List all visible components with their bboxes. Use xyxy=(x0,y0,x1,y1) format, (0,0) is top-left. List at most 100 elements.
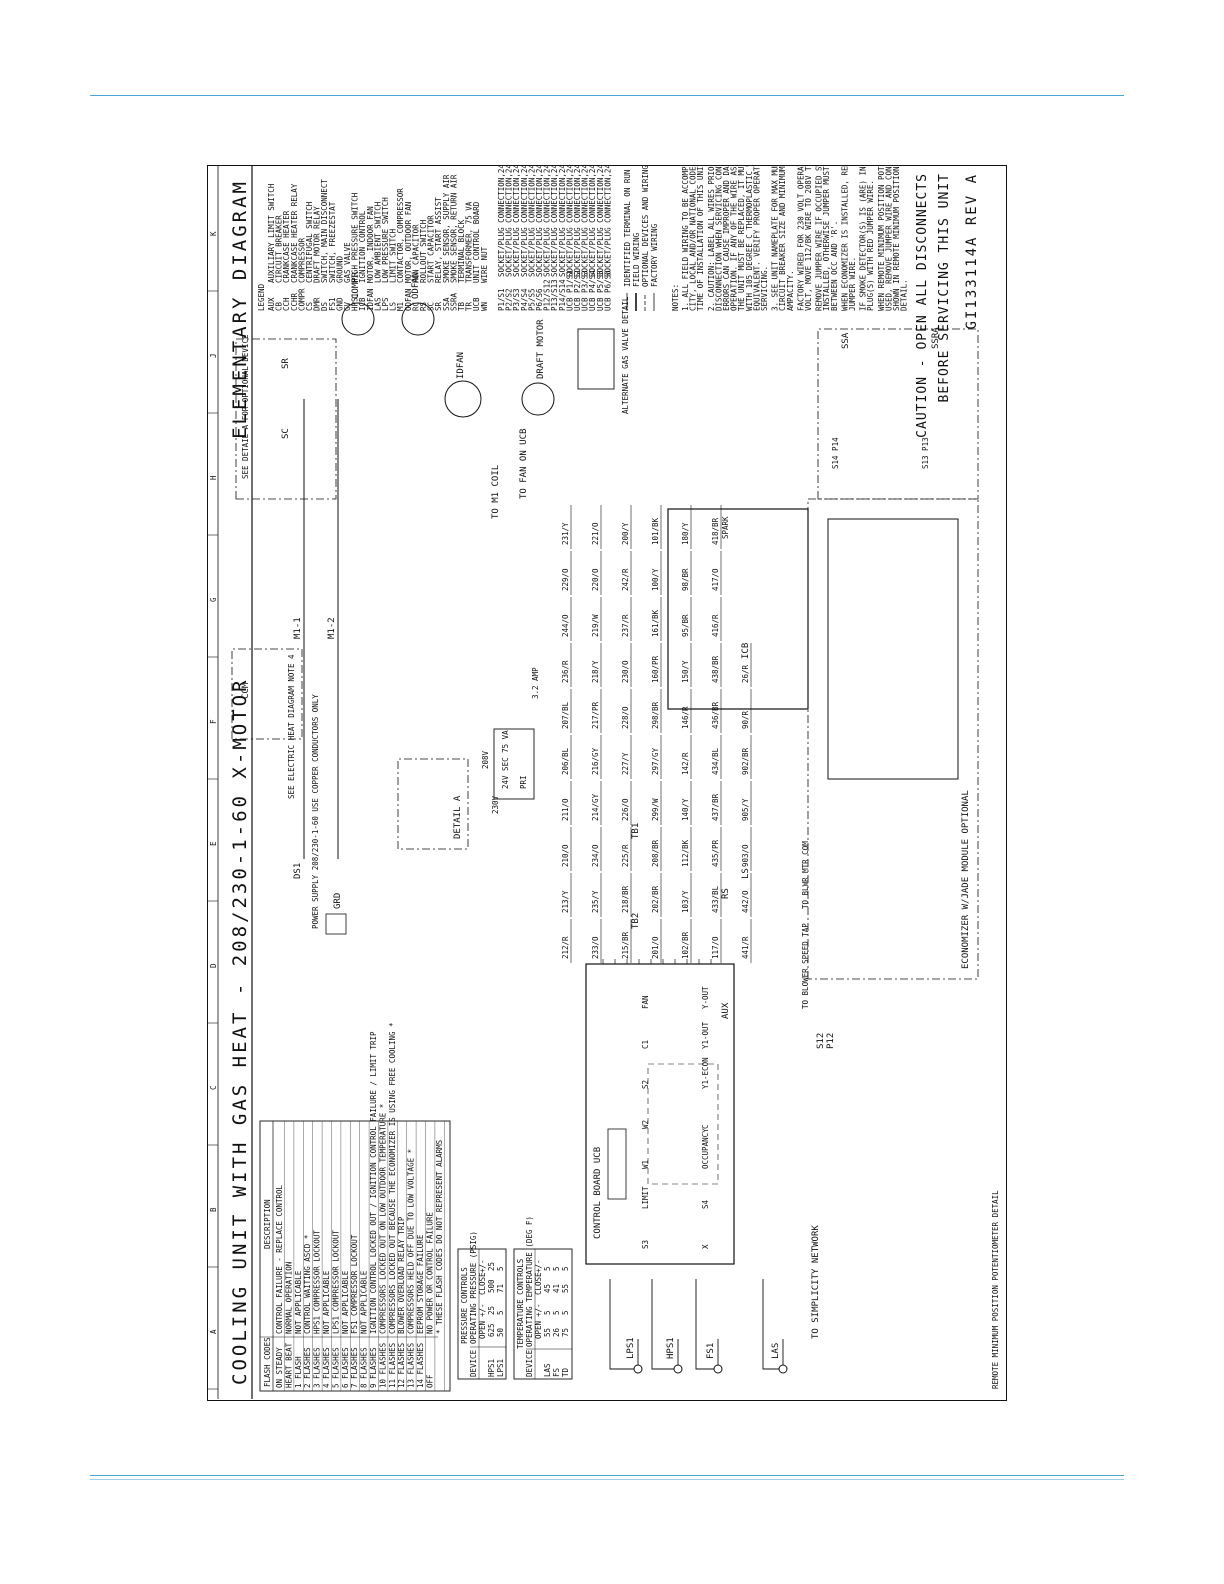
pressure-device: LPS1 xyxy=(496,1359,505,1377)
note-line: INSTALLED, OTHERWISE JUMPER MUST BE INST… xyxy=(822,166,831,311)
wire-label: 200/Y xyxy=(621,522,630,545)
legend-abbrev: SR xyxy=(434,301,443,311)
wire-label: 226/O xyxy=(621,798,630,821)
flash-code: HEART BEAT xyxy=(284,1342,293,1388)
flash-description: NOT APPLICABLE xyxy=(294,1270,303,1334)
temperature-table-header: DEVICE xyxy=(525,1349,534,1377)
ucb-terminal: OCCUPANCY xyxy=(701,1128,710,1169)
ground-symbol xyxy=(325,913,347,935)
flash-description: COMPRESSORS LOCKED OUT BECAUSE THE ECONO… xyxy=(388,1022,397,1334)
flash-description: NORMAL OPERATION xyxy=(284,1262,293,1334)
legend-abbrev: SC xyxy=(427,302,436,311)
ucb-terminal: Y-OUT xyxy=(701,986,710,1009)
alternate-gas-valve-detail: ALTERNATE GAS VALVE DETAIL xyxy=(577,296,630,414)
wire-label: 218/BR xyxy=(621,885,630,913)
wire-label: 418/BR xyxy=(711,517,720,545)
plug-legend-id: P14/S14 xyxy=(558,279,567,311)
grid-letter: D xyxy=(209,963,218,968)
to-fan-on-ucb-label: TO FAN ON UCB xyxy=(519,429,529,499)
legend-meaning: SMOKE SENSOR, SUPPLY AIR xyxy=(442,174,451,283)
note-line: USED, REMOVE JUMPER WIRE AND CONNECT WIR… xyxy=(884,166,893,311)
note-line: CITY, LOCAL AND/OR NATIONAL CODES IN EFF… xyxy=(689,166,698,311)
legend-abbrev: GV xyxy=(343,301,352,311)
flash-description: NOT APPLICABLE xyxy=(322,1270,331,1334)
wire-label: 90/R xyxy=(741,710,750,729)
temperature-table-subheader: +/- xyxy=(534,1303,543,1317)
v208-label: 208V xyxy=(481,750,490,769)
plug-legend-id: P13/S13 xyxy=(550,279,559,311)
legend-abbrev: IDFAN xyxy=(366,288,375,311)
symbol-legend-entry: FIELD WIRING xyxy=(632,232,641,287)
plug-legend-id: UCB P6/S6 xyxy=(603,270,612,311)
temperature-value: 5 xyxy=(561,1266,570,1271)
wire-label: 216/GY xyxy=(591,747,600,775)
note-line: PLUG(S) WITH RED JUMPER WIRE. xyxy=(866,180,875,311)
ucb-terminal: FAN xyxy=(641,995,650,1009)
wire-label: 101/BK xyxy=(651,517,660,545)
temperature-table-subheader: +/- xyxy=(534,1259,543,1273)
temperature-table-subheader: OPEN xyxy=(534,1321,543,1339)
flash-code: 14 FLASHES xyxy=(416,1342,425,1388)
draft-motor: DRAFT MOTOR xyxy=(521,319,555,416)
notes-block: NOTES:1. ALL FIELD WIRING TO BE ACCOMPLI… xyxy=(671,94,909,311)
plug-legend-block: P1/S1SOCKET/PLUG CONNECTION,24V, 9 PIN O… xyxy=(497,10,612,311)
economizer-module: ECONOMIZER W/JADE MODULE OPTIONAL S12 P1… xyxy=(807,498,979,1049)
wire-label: 298/BR xyxy=(651,701,660,729)
wire-label: 206/BL xyxy=(561,747,570,775)
smoke-detector-block: SSA SSRA S14 P14 S13 P13 xyxy=(817,327,979,500)
fs1-switch: FS1 xyxy=(695,1279,723,1374)
outdoor-fan-motor: ODFAN xyxy=(401,272,435,336)
wire-label: 438/BR xyxy=(711,655,720,683)
wire-label: 902/BR xyxy=(741,747,750,775)
flash-description: NOT APPLICABLE xyxy=(341,1270,350,1334)
note-line: SERVICING. xyxy=(760,266,769,311)
legend-meaning: CRANKCASE HEATER RELAY xyxy=(290,183,299,283)
temperature-device: FS xyxy=(552,1367,561,1377)
flash-code: 2 FLASHES xyxy=(303,1347,312,1388)
legend-abbrev: TB xyxy=(457,301,466,311)
wire-label: 417/O xyxy=(711,568,720,591)
legend-meaning: MOTOR, OUTDOOR FAN xyxy=(404,202,413,283)
flash-code: 12 FLASHES xyxy=(397,1342,406,1388)
wire-label: 117/O xyxy=(711,936,720,959)
plug-legend-id: P2/S2 xyxy=(505,288,514,311)
temperature-value: 75 xyxy=(561,1328,570,1337)
legend-meaning: DRAFT MOTOR RELAY xyxy=(313,206,322,283)
flash-code: 11 FLASHES xyxy=(388,1342,397,1388)
rs-label: RS xyxy=(721,888,731,899)
legend-meaning: START CAPACITOR xyxy=(427,215,436,283)
draft-motor-label: DRAFT MOTOR xyxy=(536,319,546,379)
wire-label: 98/BR xyxy=(681,568,690,591)
legend-abbrev: AUX xyxy=(267,297,276,311)
simplicity-network-label: TO SIMPLICITY NETWORK xyxy=(811,1225,821,1339)
electric-heat-ref: SEE ELECTRIC HEAT DIAGRAM NOTE 4 xyxy=(287,654,296,799)
note-line: DISCONNECTION WHEN SERVICING CONTROLS. W… xyxy=(714,166,723,311)
legend-abbrev: LS xyxy=(389,301,398,311)
wire-label: 26/R xyxy=(741,664,750,683)
wire-label: 416/R xyxy=(711,614,720,637)
to-blwr-mtr-com-label: TO BLWR MTR COM xyxy=(801,841,810,909)
grid-letter: J xyxy=(209,353,218,358)
symbol-legend-entry: IDENTIFIED TERMINAL ON RUN CAPACITOR xyxy=(623,166,632,287)
flash-description: * THESE FLASH CODES DO NOT REPRESENT ALA… xyxy=(435,1139,444,1334)
note-line: WHEN ECONOMIZER IS INSTALLED, REMOVE PLU… xyxy=(840,166,849,311)
temperature-table-header: OPERATING TEMPERATURE (DEG F) xyxy=(525,1216,534,1347)
pressure-value: 625 xyxy=(487,1323,496,1337)
flash-code: 6 FLASHES xyxy=(341,1347,350,1388)
pressure-table-header: OPERATING PRESSURE (PSIG) xyxy=(469,1231,478,1344)
transformer-label: 24V SEC 75 VA xyxy=(501,730,510,789)
note-line: SHOWN IN REMOTE MINIMUM POSITION POTENTI… xyxy=(892,166,901,311)
ucb-terminal: Y1-ECON xyxy=(701,1057,710,1089)
power-supply: POWER SUPPLY 208/230-1-60 USE COPPER CON… xyxy=(293,694,347,935)
flash-description: COMPRESSORS HELD OFF DUE TO LOW VOLTAGE … xyxy=(407,1149,416,1334)
plug-legend-id: UCB P4/S4 xyxy=(588,270,597,311)
wire-label: 207/BL xyxy=(561,701,570,729)
flash-table-header: FLASH CODES xyxy=(263,1337,272,1387)
legend-abbrev: CCH xyxy=(282,297,291,311)
note-line: REMOVE JUMPER WIRE IF OCCUPIED SWITCH IS xyxy=(815,166,824,311)
s13-p13-label: S13 P13 xyxy=(921,437,930,469)
wire-label: 242/R xyxy=(621,568,630,591)
wire-label: 212/R xyxy=(561,936,570,959)
